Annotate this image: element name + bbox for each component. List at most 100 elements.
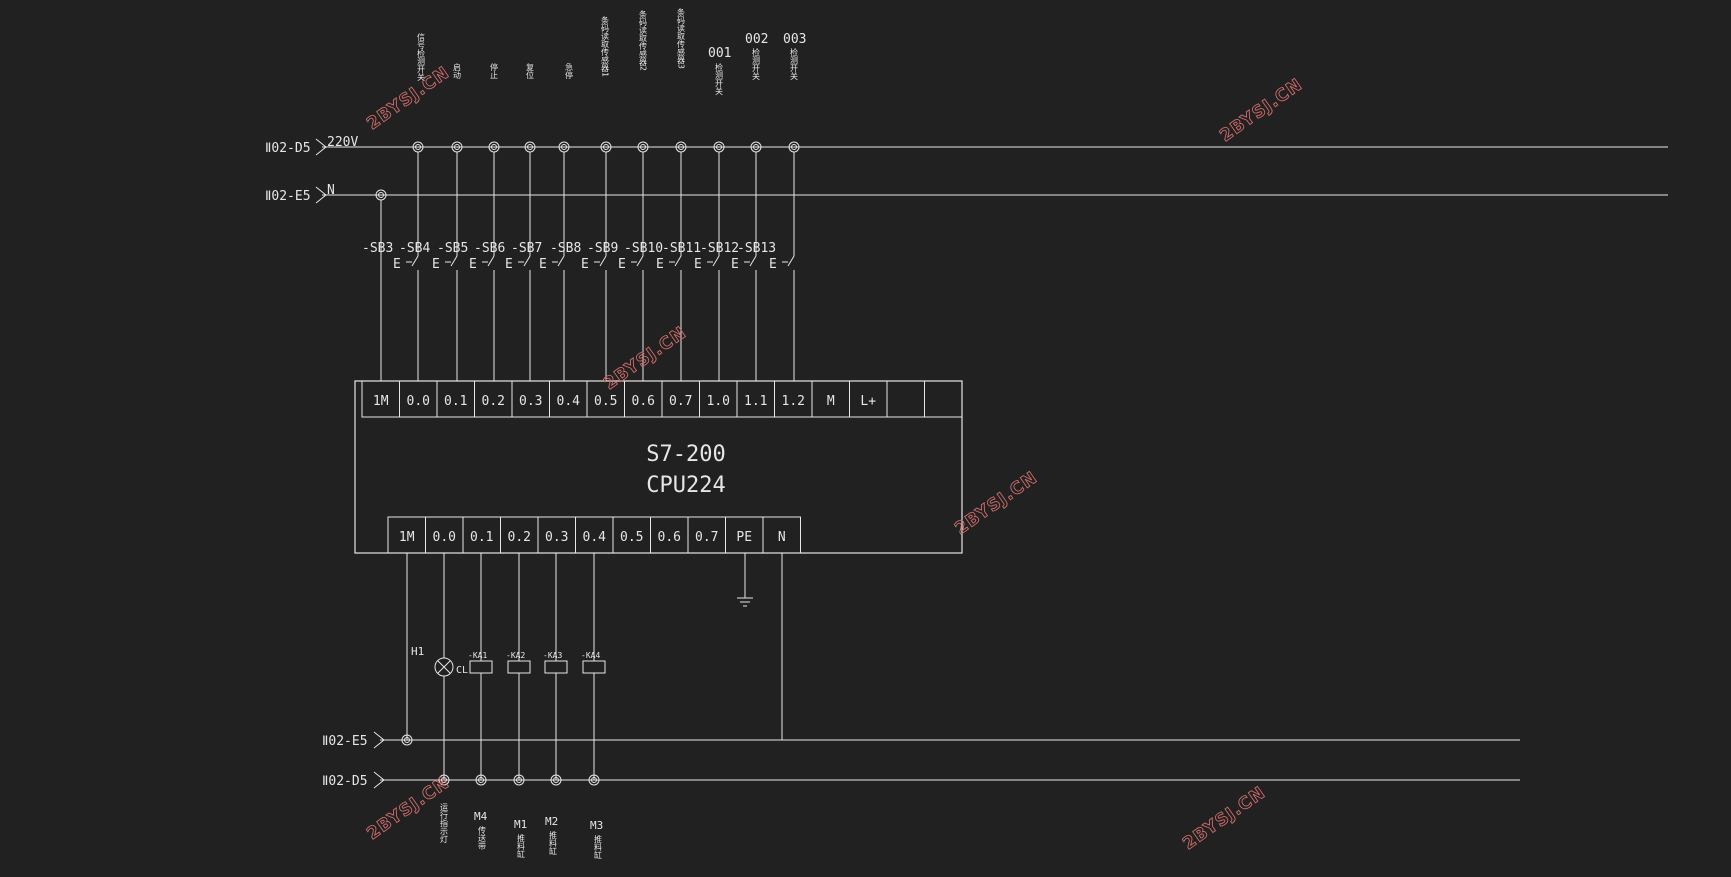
switch-contact-icon <box>487 255 495 267</box>
switch-label: -SB3 <box>362 241 393 256</box>
watermark-3: 2BYSJ.CN <box>600 323 690 394</box>
plc-model: S7-200 <box>646 442 725 467</box>
rail-220v-ref: Ⅱ02-D5 <box>265 141 311 156</box>
switch-label: -SB11 <box>662 241 701 256</box>
relay-coil-icon <box>507 660 531 674</box>
switch-label: -SB9 <box>587 241 618 256</box>
input-columns <box>375 141 800 381</box>
relay-coil-icon <box>469 660 493 674</box>
relay-coils: -KA1 -KA2 -KA3 -KA4 <box>438 553 606 786</box>
switch-mark: E <box>731 257 739 272</box>
plc-output-label: 0.5 <box>620 530 643 545</box>
watermark-2: 2BYSJ.CN <box>1216 75 1306 146</box>
bottom-label-m3: 推料缸 <box>594 834 603 859</box>
watermark-6: 2BYSJ.CN <box>1179 783 1269 854</box>
plc-input-cell <box>924 380 963 418</box>
plc-output-label: 0.2 <box>508 530 531 545</box>
switch-mark: E <box>393 257 401 272</box>
rail-bottom-n-arrow-icon <box>373 731 385 749</box>
ground-icon <box>737 597 753 607</box>
switch-label: -SB10 <box>624 241 663 256</box>
lamp-icon <box>434 657 454 677</box>
plc-output-label: 0.6 <box>658 530 681 545</box>
switch-contact-icon <box>411 255 419 267</box>
switch-mark: E <box>618 257 626 272</box>
switch-label: -SB5 <box>437 241 468 256</box>
lamp-label: H1 <box>411 645 424 658</box>
top-label-start: 启动 <box>453 62 462 80</box>
switch-label: -SB8 <box>550 241 581 256</box>
plc-output-label: 0.7 <box>695 530 718 545</box>
plc-output-label: 0.1 <box>470 530 493 545</box>
switch-mark: E <box>539 257 547 272</box>
rail-n-label: N <box>327 183 335 198</box>
plc-input-label: 0.5 <box>594 394 617 409</box>
plc-input-label: 1M <box>373 394 389 409</box>
switch-contact-icon <box>787 255 795 267</box>
bottom-label-m1: 推料缸 <box>517 833 526 858</box>
rail-n-arrow-icon <box>315 186 327 204</box>
plc-input-label: 1.2 <box>782 394 805 409</box>
switch-contact-icon <box>599 255 607 267</box>
top-label-001-text: 检测开关 <box>715 62 724 96</box>
top-label-002-num: 002 <box>745 32 768 47</box>
top-rails: Ⅱ02-D5 220V Ⅱ02-E5 N <box>265 135 1668 204</box>
plc-input-label: L+ <box>860 394 876 409</box>
switch-mark: E <box>694 257 702 272</box>
relay-label: -KA3 <box>543 651 562 660</box>
switch-contact-icon <box>749 255 757 267</box>
bottom-label-m4: 传送带 <box>478 825 487 851</box>
switch-contact-icon <box>450 255 458 267</box>
plc-input-label: 0.6 <box>632 394 655 409</box>
top-labels: 信号检测开关 启动 停止 复位 急停 条码读取传感器1 条码读取传感器2 条码读… <box>417 7 807 96</box>
rail-220v-label: 220V <box>327 135 358 150</box>
bottom-rails: Ⅱ02-E5 Ⅱ02-D5 <box>322 731 1520 789</box>
rail-n-ref: Ⅱ02-E5 <box>265 189 311 204</box>
switch-contact-icon <box>557 255 565 267</box>
switch-mark: E <box>581 257 589 272</box>
switch-contact-icon <box>712 255 720 267</box>
switch-label: -SB7 <box>511 241 542 256</box>
top-label-003-num: 003 <box>783 32 806 47</box>
plc-output-label: 0.0 <box>433 530 456 545</box>
terminal-bottom-1m-icon <box>401 734 413 746</box>
relay-label: -KA1 <box>468 651 487 660</box>
bottom-label-m4-head: M4 <box>474 810 488 823</box>
top-label-002-text: 检测开关 <box>752 47 761 81</box>
watermarks: 2BYSJ.CN 2BYSJ.CN 2BYSJ.CN 2BYSJ.CN 2BYS… <box>363 62 1307 854</box>
lamp-mark: CL <box>456 665 468 676</box>
relay-coil-icon <box>582 660 606 674</box>
bottom-label-m2-head: M2 <box>545 815 558 828</box>
plc-input-label: 1.1 <box>744 394 767 409</box>
top-label-sensor3: 条码读取传感器3 <box>677 7 686 69</box>
relay-label: -KA4 <box>581 651 600 660</box>
switch-contact-icon <box>674 255 682 267</box>
switch-mark: E <box>432 257 440 272</box>
bottom-label-run-lamp: 运行指示灯 <box>440 803 449 844</box>
switch-contact-icon <box>636 255 644 267</box>
relay-label: -KA2 <box>506 651 525 660</box>
plc-input-label: 0.2 <box>482 394 505 409</box>
plc-input-label: 0.3 <box>519 394 542 409</box>
plc-input-label: 0.4 <box>557 394 581 409</box>
bottom-label-m2: 推料缸 <box>549 830 558 855</box>
bottom-label-m1-head: M1 <box>514 818 527 831</box>
plc-output-label: PE <box>736 530 752 545</box>
plc-input-label: 0.0 <box>407 394 430 409</box>
plc-input-label: M <box>827 394 835 409</box>
top-label-signal-switch: 信号检测开关 <box>417 32 426 82</box>
watermark-1: 2BYSJ.CN <box>363 63 453 134</box>
top-label-stop: 停止 <box>490 62 499 79</box>
watermark-4: 2BYSJ.CN <box>951 468 1041 539</box>
top-label-reset: 复位 <box>526 62 535 79</box>
switch-label: -SB12 <box>700 241 739 256</box>
bottom-label-m3-head: M3 <box>590 819 603 832</box>
rail-bottom-n-ref: Ⅱ02-E5 <box>322 734 368 749</box>
plc-input-label: 0.7 <box>669 394 692 409</box>
top-label-sensor1: 条码读取传感器1 <box>601 15 610 77</box>
switch-mark: E <box>469 257 477 272</box>
switch-label: -SB4 <box>399 241 430 256</box>
